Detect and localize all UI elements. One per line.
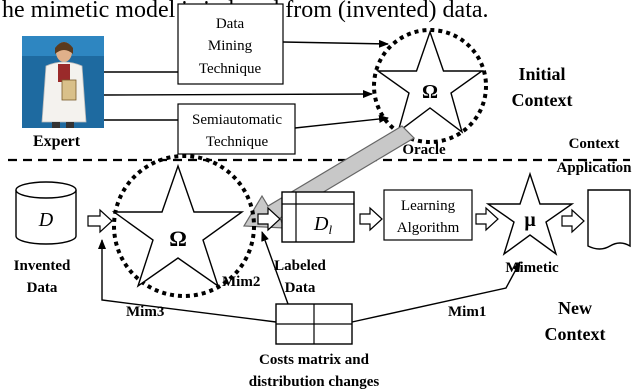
labeled-data-box	[281, 191, 355, 243]
learning-to-mimetic-block-arrow	[475, 206, 499, 232]
database-d-label: D	[38, 209, 54, 231]
data-mining-line2: Mining	[208, 38, 253, 54]
initial-context-line1: Initial	[518, 64, 565, 84]
mim1-label: Mim1	[448, 304, 486, 320]
oracle-dotted-circle	[372, 28, 488, 144]
semiautomatic-line2: Technique	[206, 134, 269, 150]
database-to-omega-block-arrow	[87, 208, 113, 234]
new-context-line2: Context	[545, 324, 606, 344]
datamining-to-oracle-arrow	[282, 39, 389, 48]
data-mining-technique-box	[177, 3, 284, 85]
initial-context-line2: Context	[512, 90, 573, 110]
omega-star-icon	[111, 163, 245, 288]
mimetic-to-document-block-arrow	[561, 208, 585, 234]
costs-matrix-line1: Costs matrix and	[259, 352, 370, 368]
context-application-line2: Application	[556, 160, 632, 176]
semiautomatic-technique-box	[177, 103, 296, 155]
learning-algorithm-line1: Learning	[401, 198, 456, 214]
mimetic-star-icon	[485, 171, 575, 256]
costs-matrix-line2: distribution changes	[249, 374, 380, 390]
mim2-label: Mim2	[222, 274, 260, 290]
mimetic-mu-symbol: μ	[524, 209, 536, 231]
semiautomatic-line1: Semiautomatic	[192, 112, 282, 128]
context-application-line1: Context	[569, 136, 620, 152]
mim3-feedback-arrow	[98, 239, 277, 323]
learning-algorithm-line2: Algorithm	[397, 220, 460, 236]
data-mining-line3: Technique	[199, 61, 262, 77]
database-icon	[15, 181, 77, 245]
oracle-star-icon	[375, 29, 485, 134]
labeled-data-line2: Data	[285, 280, 316, 296]
oracle-omega-symbol: Ω	[422, 81, 438, 103]
learning-algorithm-box	[383, 189, 473, 241]
costs-matrix-table-icon	[275, 303, 353, 345]
document-icon	[587, 189, 631, 250]
labeled-to-learning-block-arrow	[359, 206, 383, 232]
omega-symbol: Ω	[169, 226, 187, 251]
expert-label: Expert	[33, 133, 81, 150]
new-context-line1: New	[558, 298, 592, 318]
expert-icon	[22, 36, 104, 128]
omega-dotted-circle	[112, 154, 256, 298]
invented-data-line1: Invented	[14, 258, 71, 274]
labeled-dl-symbol: Dl	[313, 213, 332, 237]
omega-to-labeled-block-arrow	[257, 206, 281, 232]
mim1-feedback-arrow	[351, 261, 521, 323]
semiautomatic-to-oracle-arrow	[294, 114, 389, 129]
labeled-data-line1: Labeled	[274, 258, 326, 274]
mim2-feedback-arrow	[261, 231, 289, 305]
mim3-label: Mim3	[126, 304, 164, 320]
expert-to-oracle-arrow	[103, 90, 373, 99]
invented-data-line2: Data	[27, 280, 58, 296]
oracle-label: Oracle	[402, 142, 446, 158]
data-mining-line1: Data	[216, 16, 245, 32]
